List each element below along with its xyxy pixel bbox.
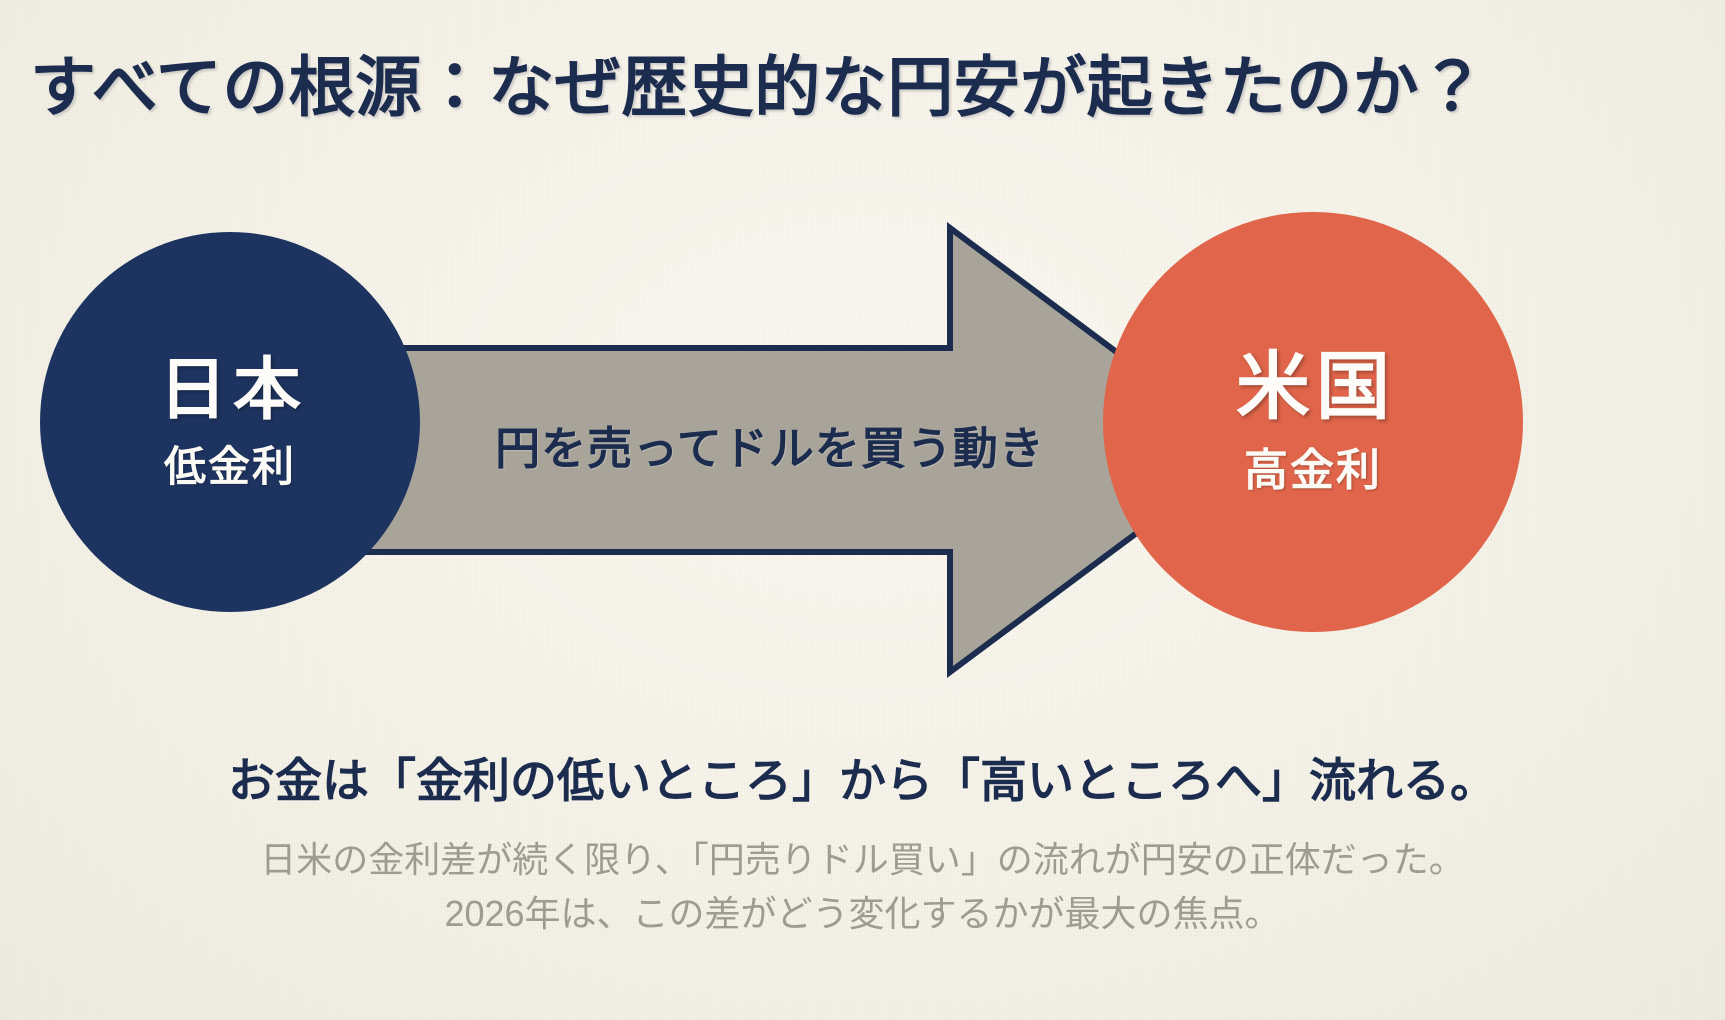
flow-arrow-label: 円を売ってドルを買う動き xyxy=(495,423,1045,474)
caption-headline: お金は「金利の低いところ」から「高いところへ」流れる。 xyxy=(228,754,1497,807)
page-title: すべての根源：なぜ歴史的な円安が起きたのか？ xyxy=(30,52,1486,125)
node-japan-label: 日本 xyxy=(158,352,307,428)
node-japan-sublabel: 低金利 xyxy=(163,443,296,490)
caption-note-line-2: 2026年は、この差がどう変化するかが最大の焦点。 xyxy=(444,892,1281,934)
node-us-sublabel: 高金利 xyxy=(1244,446,1382,495)
caption-block: お金は「金利の低いところ」から「高いところへ」流れる。 日米の金利差が続く限り、… xyxy=(0,752,1725,941)
node-japan[interactable]: 日本 低金利 xyxy=(40,232,420,612)
caption-note-line-1: 日米の金利差が続く限り、「円売りドル買い」の流れが円安の正体だった。 xyxy=(260,838,1465,880)
node-us[interactable]: 米国 高金利 xyxy=(1103,212,1523,632)
interest-rate-flow-diagram: 日本 低金利 米国 高金利 円を売ってドルを買う動き xyxy=(0,190,1725,710)
node-us-label: 米国 xyxy=(1236,347,1396,429)
